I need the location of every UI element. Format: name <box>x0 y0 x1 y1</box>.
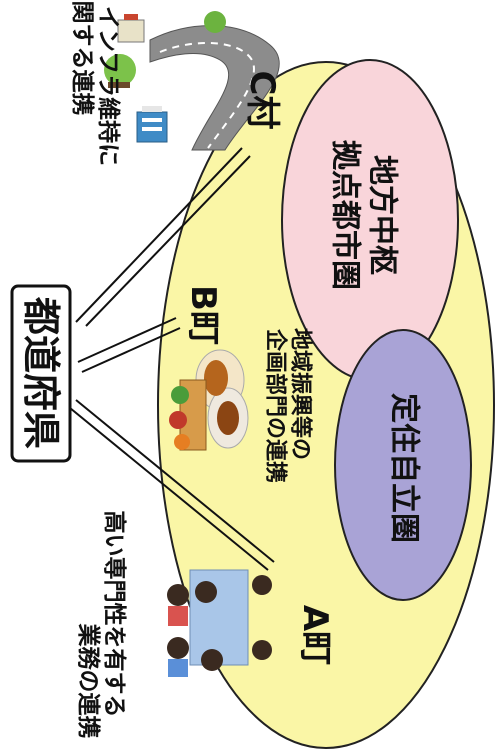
specialist-label-line1: 高い専門性を有する <box>101 511 128 718</box>
road-icon <box>149 25 280 151</box>
prefecture-label: 都道府県 <box>19 296 63 449</box>
settlement-ellipse <box>334 329 472 601</box>
meeting-icon <box>167 569 272 677</box>
connection-line-b <box>77 317 181 373</box>
connection-line-a <box>69 399 275 571</box>
infra-label-line1: インフラ維持に <box>95 6 122 166</box>
infra-label-line2: 関する連携 <box>69 1 96 116</box>
regional-label-line2: 企画部門の連携 <box>263 328 289 483</box>
connection-line-c <box>75 147 251 327</box>
town-b-label: B町 <box>183 285 223 345</box>
building-icon <box>117 14 168 143</box>
settlement-label: 定住自立圏 <box>387 393 422 543</box>
tree-icon <box>104 11 226 88</box>
specialist-label-line2: 業務の連携 <box>75 623 102 739</box>
hub-label-line1: 地方中枢 <box>365 155 400 275</box>
town-a-label: A町 <box>295 605 335 665</box>
food-icon <box>169 349 249 451</box>
hub-label-line2: 拠点都市圏 <box>328 140 363 290</box>
prefecture-box <box>10 284 72 463</box>
regional-label-line1: 地域振興等の <box>288 328 314 460</box>
town-c-label: C村 <box>242 71 282 130</box>
